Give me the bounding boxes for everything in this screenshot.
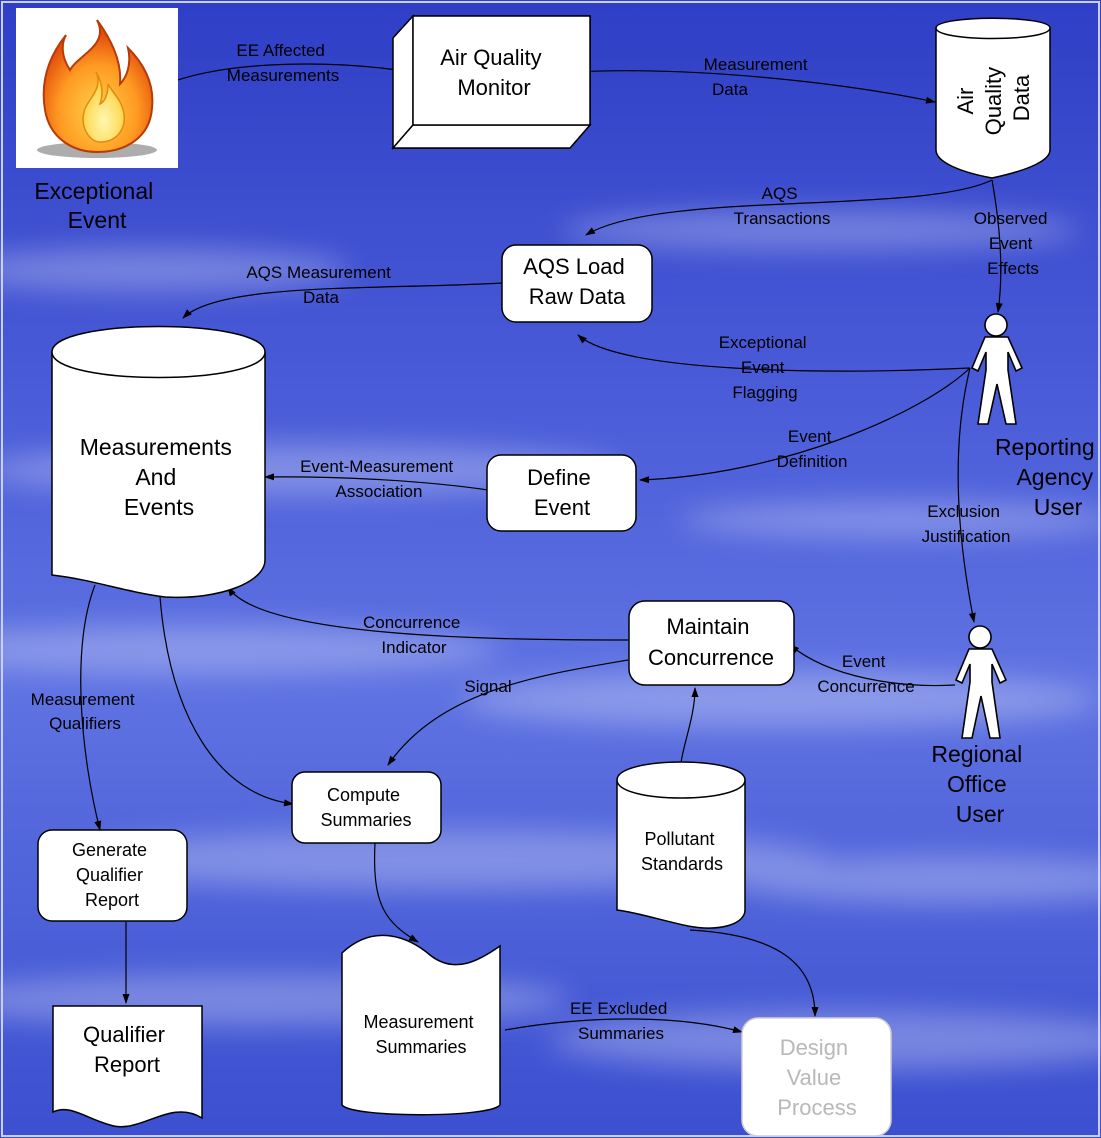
compute-summaries-node: Compute Summaries: [291, 771, 442, 844]
edges: [80, 63, 1003, 1033]
pollutant-standards-node: Pollutant Standards: [616, 761, 746, 929]
edge-ee-affected-measurements: [157, 63, 413, 89]
qualifier-report-label: Qualifier Report: [83, 1022, 171, 1077]
regional-user-actor-icon: [954, 625, 1008, 739]
define-event-label: Define Event: [527, 465, 597, 520]
measurement-summaries-node: Measurement Summaries: [341, 934, 501, 1116]
measurement-qualifiers-label: Measurement Qualifiers: [31, 690, 140, 733]
edge-summaries-output: [373, 842, 419, 943]
edge-aqs-transactions: [585, 179, 993, 236]
regional-office-user-node: Regional Office User: [931, 625, 1028, 827]
aqs-transactions-label: AQS Transactions: [734, 184, 831, 228]
event-measurement-association-label: Event-Measurement Association: [300, 457, 458, 501]
qualifier-report-node: Qualifier Report: [52, 1005, 203, 1128]
edge-measurement-qualifiers: [80, 584, 102, 831]
define-event-node: Define Event: [486, 454, 637, 532]
ee-affected-measurements-label: EE Affected Measurements: [227, 41, 339, 85]
air-quality-data-node: Air Quality Data: [935, 17, 1051, 179]
edge-event-definition: [639, 367, 971, 484]
edge-exceptional-event-flagging: [577, 334, 971, 372]
edge-ee-excluded-summaries: [504, 1018, 743, 1033]
air-quality-monitor-node: Air Quality Monitor: [391, 14, 592, 151]
regional-office-user-label: Regional Office User: [931, 741, 1028, 827]
aqs-load-raw-data-label: AQS Load Raw Data: [523, 254, 631, 309]
design-value-process-node: Design Value Process: [741, 1017, 892, 1137]
exceptional-event-label: Exceptional Event: [34, 178, 159, 233]
compute-summaries-label: Compute Summaries: [320, 785, 411, 830]
measurement-data-label: Measurement Data: [704, 55, 813, 99]
reporting-agency-user-node: Reporting Agency User: [970, 313, 1101, 520]
maintain-concurrence-label: Maintain Concurrence: [648, 614, 774, 670]
event-concurrence-label: Event Concurrence: [817, 652, 914, 696]
edge-labels: EE Affected Measurements Measurement Dat…: [31, 41, 1052, 1043]
edge-concurrence-indicator: [227, 586, 629, 641]
edge-observed-event-effects: [991, 179, 1003, 313]
measurements-and-events-label: Measurements And Events: [80, 434, 239, 520]
fire-icon: [37, 19, 157, 158]
generate-qualifier-report-label: Generate Qualifier Report: [72, 840, 152, 910]
reporting-user-actor-icon: [970, 313, 1024, 425]
concurrence-indicator-label: Concurrence Indicator: [363, 613, 465, 657]
ee-excluded-summaries-label: EE Excluded Summaries: [570, 999, 672, 1043]
event-definition-label: Event Definition: [777, 427, 848, 471]
measurements-and-events-node: Measurements And Events: [51, 325, 266, 599]
edge-standards-to-design: [689, 929, 819, 1017]
generate-qualifier-report-node: Generate Qualifier Report: [37, 829, 188, 922]
edge-signal: [387, 659, 629, 766]
design-value-process-label: Design Value Process: [777, 1035, 856, 1120]
air-quality-monitor-label: Air Quality Monitor: [440, 45, 548, 100]
edge-event-measurement-association: [264, 473, 489, 491]
observed-event-effects-label: Observed Event Effects: [974, 209, 1052, 278]
exceptional-event-node: Exceptional Event: [16, 8, 178, 233]
maintain-concurrence-node: Maintain Concurrence: [628, 600, 795, 686]
exclusion-justification-label: Exclusion Justification: [922, 502, 1011, 546]
reporting-agency-user-label: Reporting Agency User: [995, 434, 1101, 520]
exceptional-event-flagging-label: Exceptional Event Flagging: [719, 333, 812, 402]
air-quality-data-label: Air Quality Data: [953, 61, 1034, 136]
aqs-load-raw-data-node: AQS Load Raw Data: [501, 244, 653, 323]
edge-exclusion-justification: [957, 367, 976, 623]
pollutant-standards-label: Pollutant Standards: [641, 829, 723, 874]
measurement-summaries-label: Measurement Summaries: [363, 1012, 478, 1057]
edge-compute-summaries-input: [159, 596, 294, 807]
edge-measurement-data: [571, 70, 936, 104]
edge-event-concurrence: [789, 644, 956, 687]
signal-label: Signal: [464, 677, 511, 696]
edge-aqs-measurement-data: [182, 282, 503, 319]
aqs-measurement-data-label: AQS Measurement Data: [246, 263, 395, 307]
